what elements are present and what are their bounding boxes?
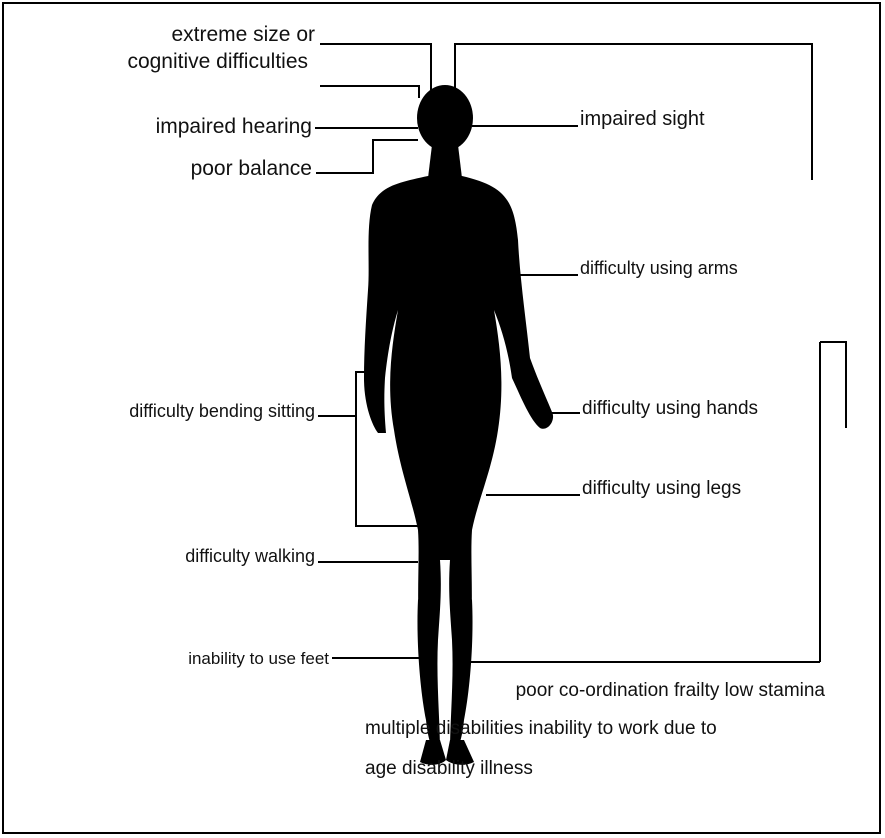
footer-line-3: age disability illness xyxy=(365,758,533,780)
footer-line-1: poor co-ordination frailty low stamina xyxy=(516,680,825,702)
label-impaired-sight: impaired sight xyxy=(580,109,705,129)
extreme-size-connector xyxy=(320,44,431,90)
footer-line-2: multiple disabilities inability to work … xyxy=(365,718,717,740)
label-difficulty-bending-sitting: difficulty bending sitting xyxy=(30,402,315,420)
right-bracket-lower xyxy=(820,342,846,428)
label-difficulty-using-legs: difficulty using legs xyxy=(582,479,741,498)
poor-balance-connector xyxy=(316,140,418,173)
label-poor-balance: poor balance xyxy=(80,158,312,179)
label-difficulty-using-arms: difficulty using arms xyxy=(580,259,738,277)
label-extreme-size: extreme size or xyxy=(60,24,315,45)
label-difficulty-using-hands: difficulty using hands xyxy=(582,399,758,418)
cognitive-connector xyxy=(320,86,419,98)
label-inability-to-use-feet: inability to use feet xyxy=(80,650,329,667)
label-cognitive-difficulties: cognitive difficulties xyxy=(40,51,308,72)
label-impaired-hearing: impaired hearing xyxy=(80,116,312,137)
label-difficulty-walking: difficulty walking xyxy=(80,547,315,565)
